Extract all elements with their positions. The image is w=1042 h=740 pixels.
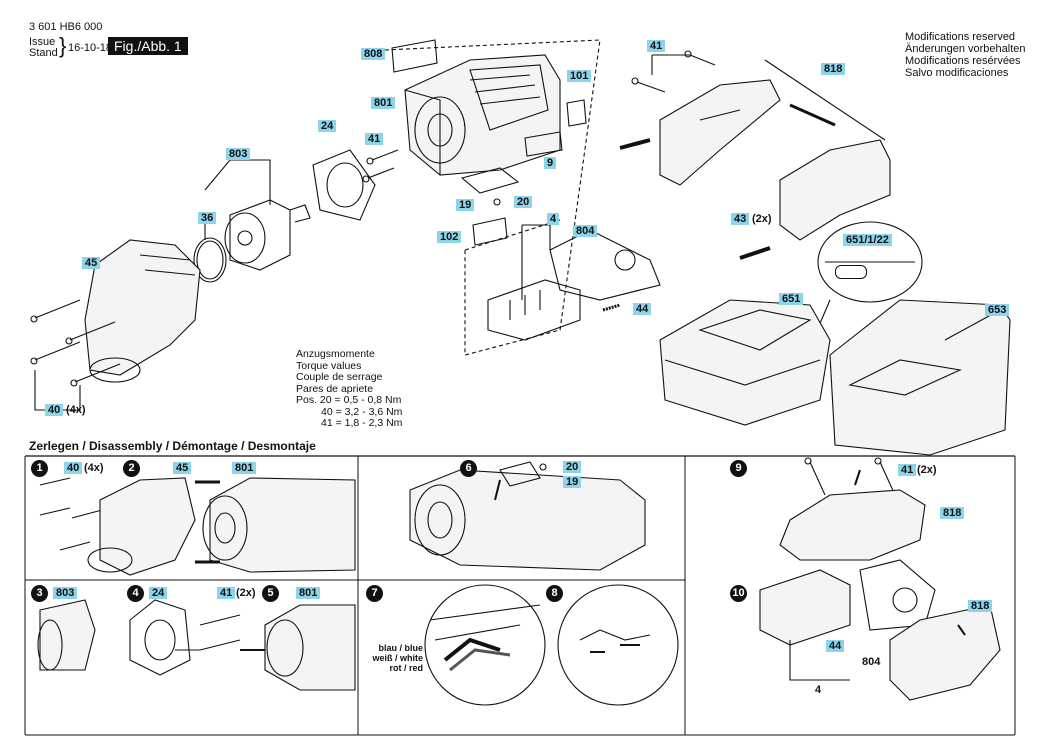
callout-9: 9	[544, 157, 557, 169]
callout-41: 41	[365, 133, 384, 145]
callout-40-qty: (4x)	[66, 404, 86, 416]
callout-804: 804	[573, 225, 598, 237]
step5-callout-801: 801	[296, 587, 321, 599]
stand-label: Stand	[29, 47, 58, 59]
callout-653: 653	[985, 304, 1010, 316]
step4-callout-41: 41	[217, 587, 236, 599]
callout-808: 808	[361, 48, 386, 60]
step1-callout-40: 40	[64, 462, 83, 474]
callout-43-qty: (2x)	[752, 213, 772, 225]
wire-red: rot / red	[389, 663, 423, 673]
brace: }	[59, 33, 67, 58]
step-1-badge: 1	[31, 460, 48, 477]
torque-line: Pares de apriete	[296, 382, 374, 395]
step10-callout-44: 44	[826, 640, 845, 652]
callout-651: 651	[779, 293, 804, 305]
torque-row: 41 = 1,8 - 2,3 Nm	[321, 417, 403, 429]
step-4-badge: 4	[127, 585, 144, 602]
callout-20: 20	[514, 196, 533, 208]
callout-36: 36	[198, 212, 217, 224]
battery-label-icon	[835, 265, 867, 279]
step2-callout-45: 45	[173, 462, 192, 474]
torque-row: Pos. 20 = 0,5 - 0,8 Nm	[296, 394, 402, 406]
step10-callout-804: 804	[862, 656, 881, 668]
torque-line: Torque values	[296, 359, 362, 372]
callout-102: 102	[437, 231, 462, 243]
issue-label: Issue	[29, 36, 56, 48]
step9-qty: (2x)	[917, 464, 937, 476]
modifications-notice: Modifications reserved Änderungen vorbeh…	[905, 31, 1025, 79]
callout-19: 19	[456, 199, 475, 211]
callout-40: 40	[45, 404, 64, 416]
callout-801: 801	[371, 97, 396, 109]
step-10-badge: 10	[730, 585, 747, 602]
torque-values: Anzugsmomente Torque values Couple de se…	[296, 348, 403, 430]
step-5-badge: 5	[262, 585, 279, 602]
callout-4: 4	[547, 213, 560, 225]
callout-43: 43	[731, 213, 750, 225]
step6-callout-20: 20	[563, 461, 582, 473]
step4-callout-24: 24	[149, 587, 168, 599]
step9-callout-818: 818	[940, 507, 965, 519]
mod-line: Salvo modificaciones	[905, 67, 1009, 79]
wire-white: weiß / white	[372, 653, 423, 663]
step10-callout-4: 4	[815, 684, 822, 696]
callout-44: 44	[633, 303, 652, 315]
step9-callout-41: 41	[898, 464, 917, 476]
step4-qty: (2x)	[236, 587, 256, 599]
step1-qty: (4x)	[84, 462, 104, 474]
torque-row: 40 = 3,2 - 3,6 Nm	[321, 405, 403, 418]
step-9-badge: 9	[730, 460, 747, 477]
disassembly-title: Zerlegen / Disassembly / Démontage / Des…	[29, 439, 316, 453]
callout-24: 24	[318, 120, 337, 132]
mod-line: Änderungen vorbehalten	[905, 43, 1026, 55]
callout-803: 803	[226, 148, 251, 160]
step3-callout-803: 803	[53, 587, 78, 599]
mod-line: Modifications reserved	[905, 31, 1016, 43]
callout-651-1-22: 651/1/22	[843, 234, 892, 246]
callout-818: 818	[821, 63, 846, 75]
figure-label: Fig./Abb. 1	[108, 37, 188, 55]
issue-date: 16-10-18	[68, 42, 113, 54]
mod-line: Modifications resérvées	[905, 55, 1021, 67]
step10-callout-818: 818	[968, 600, 993, 612]
callout-101: 101	[567, 70, 592, 82]
callout-45: 45	[82, 257, 101, 269]
torque-line: Couple de serrage	[296, 371, 383, 383]
torque-line: Anzugsmomente	[296, 348, 375, 360]
part-number: 3 601 HB6 000	[29, 21, 103, 33]
step-2-badge: 2	[123, 460, 140, 477]
step2-callout-801: 801	[232, 462, 257, 474]
step-3-badge: 3	[31, 585, 48, 602]
step-6-badge: 6	[460, 460, 477, 477]
step-7-badge: 7	[366, 585, 383, 602]
step-8-badge: 8	[546, 585, 563, 602]
callout-41-top: 41	[647, 40, 666, 52]
step6-callout-19: 19	[563, 476, 582, 488]
wire-colors: blau / blue weiß / white rot / red	[365, 643, 423, 673]
wire-blue: blau / blue	[378, 643, 423, 653]
